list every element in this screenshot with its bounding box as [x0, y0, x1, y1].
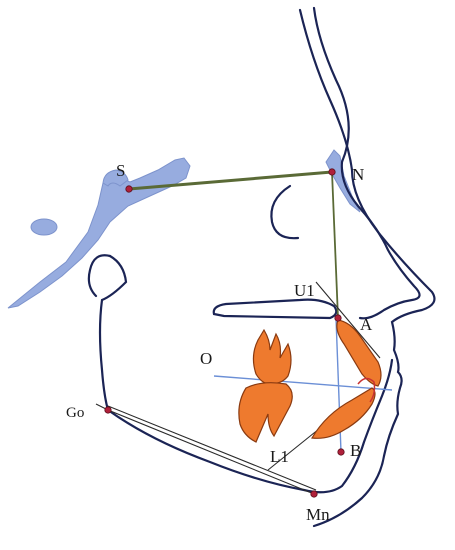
lower-molar — [238, 382, 293, 443]
orbit-curve — [270, 184, 300, 240]
label-l1: L1 — [270, 447, 289, 466]
label-u1: U1 — [294, 281, 315, 300]
point-mn — [310, 490, 318, 498]
occlusal-plane-line — [213, 375, 393, 391]
label-o: O — [200, 349, 212, 368]
label-s: S — [116, 161, 125, 180]
label-go: Go — [66, 405, 84, 421]
mandibular-plane-line — [107, 409, 315, 495]
point-n — [328, 168, 336, 176]
soft-tissue-profile — [298, 8, 436, 528]
palate-outline — [212, 298, 338, 320]
cranial-base-shape — [7, 157, 191, 309]
point-b — [337, 448, 345, 456]
upper-molar — [252, 328, 292, 385]
point-s — [125, 185, 133, 193]
ramus-back-outline — [87, 254, 112, 298]
upper-incisor — [336, 319, 382, 387]
point-a — [334, 314, 342, 322]
sn-line — [128, 170, 333, 191]
label-a: A — [360, 315, 373, 334]
u1-axis-line — [315, 281, 381, 359]
lower-incisor — [311, 387, 376, 439]
mandible-outline — [98, 254, 394, 494]
small-bone-island — [30, 218, 58, 236]
point-go — [104, 406, 112, 414]
mandibular-plane-line-2 — [107, 405, 317, 491]
label-n: N — [352, 165, 364, 184]
label-b: B — [350, 441, 361, 460]
frontal-bone-outline — [312, 6, 421, 320]
sella-cup — [102, 169, 129, 187]
label-mn: Mn — [306, 505, 330, 524]
red-arc — [357, 377, 376, 403]
nasion-vertical-line — [331, 171, 339, 319]
